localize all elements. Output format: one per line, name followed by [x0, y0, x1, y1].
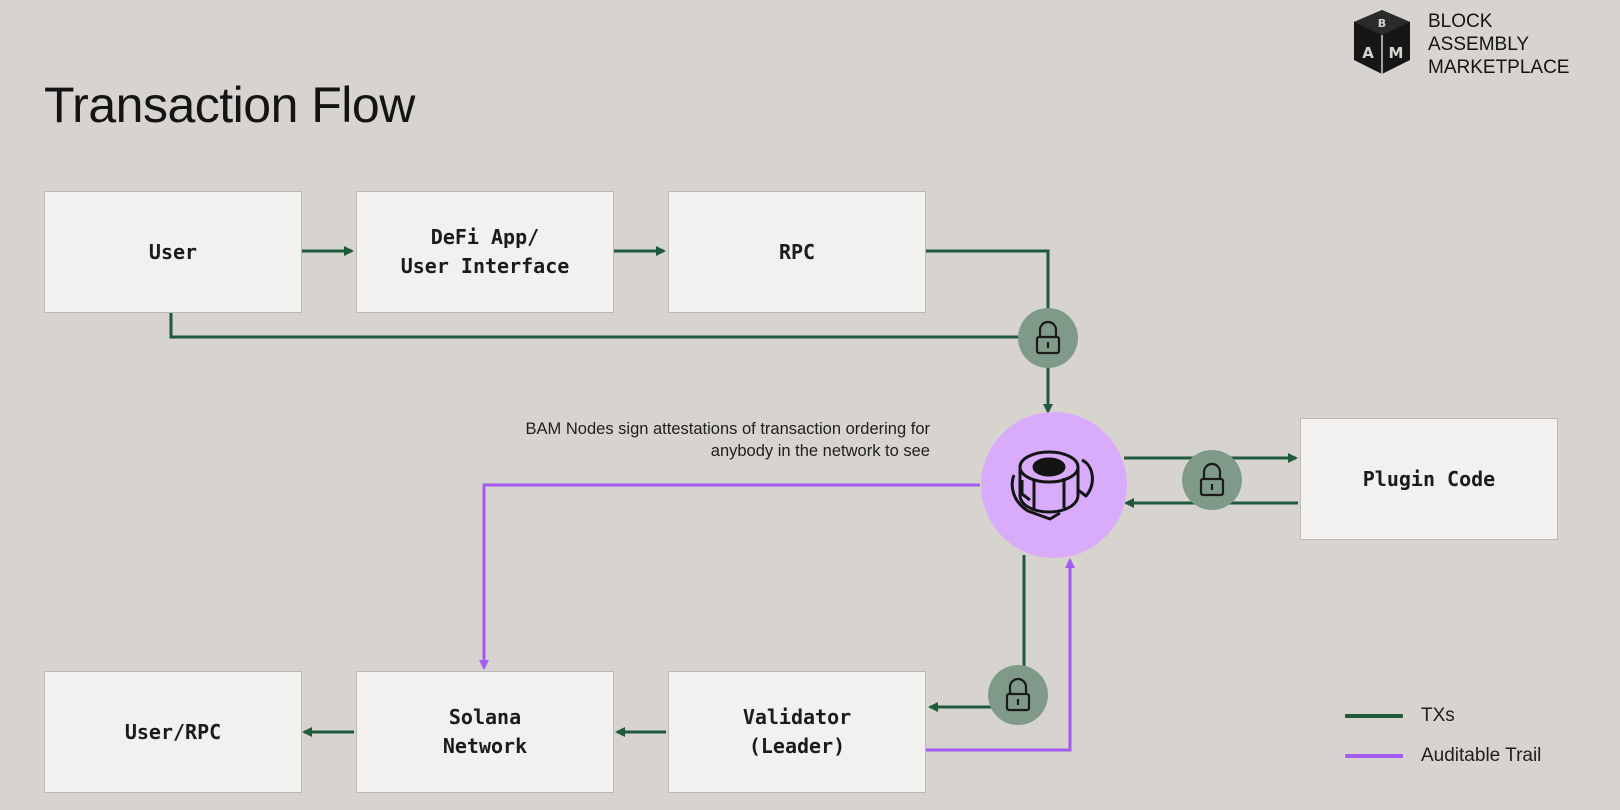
lock-badge-plugin [1182, 450, 1242, 510]
node-rpc: RPC [668, 191, 926, 313]
attestation-note: BAM Nodes sign attestations of transacti… [525, 420, 930, 460]
legend-label-auditable-trail: Auditable Trail [1421, 745, 1542, 766]
legend-swatch-auditable-trail [1345, 754, 1403, 758]
legend: TXs Auditable Trail [1345, 696, 1541, 776]
lock-icon [1199, 462, 1225, 497]
lock-badge-top [1018, 308, 1078, 368]
logo-letter-a: A [1362, 44, 1374, 62]
lock-badge-validator [988, 665, 1048, 725]
logo-letter-b: B [1378, 17, 1386, 30]
brand: B A M BLOCK ASSEMBLY MARKETPLACE [1350, 8, 1610, 80]
audit-validator-to-bam [926, 558, 1075, 752]
node-user: User [44, 191, 302, 313]
page-title: Transaction Flow [44, 77, 415, 133]
lock-icon [1005, 677, 1031, 712]
legend-label-txs: TXs [1421, 705, 1455, 726]
node-user-rpc: User/RPC [44, 671, 302, 793]
bam-logo-icon: B A M [1354, 10, 1410, 74]
node-solana-network: Solana Network [356, 671, 614, 793]
legend-item-auditable-trail: Auditable Trail [1345, 736, 1541, 776]
lock-icon [1035, 320, 1061, 355]
bam-node-icon [1010, 450, 1094, 521]
brand-line-2: ASSEMBLY [1428, 34, 1530, 55]
brand-line-3: MARKETPLACE [1428, 57, 1570, 78]
brand-name: BLOCK ASSEMBLY MARKETPLACE [1428, 10, 1569, 79]
logo-letter-m: M [1389, 44, 1404, 62]
node-defi-app: DeFi App/ User Interface [356, 191, 614, 313]
legend-swatch-txs [1345, 714, 1403, 718]
edge-user-to-lock [169, 312, 1018, 339]
legend-item-txs: TXs [1345, 696, 1541, 736]
brand-line-1: BLOCK [1428, 11, 1493, 32]
node-plugin-code: Plugin Code [1300, 418, 1558, 540]
audit-bam-to-solana [479, 483, 980, 670]
bam-node [981, 412, 1127, 558]
node-validator: Validator (Leader) [668, 671, 926, 793]
edge-rpc-to-lock [926, 249, 1050, 312]
